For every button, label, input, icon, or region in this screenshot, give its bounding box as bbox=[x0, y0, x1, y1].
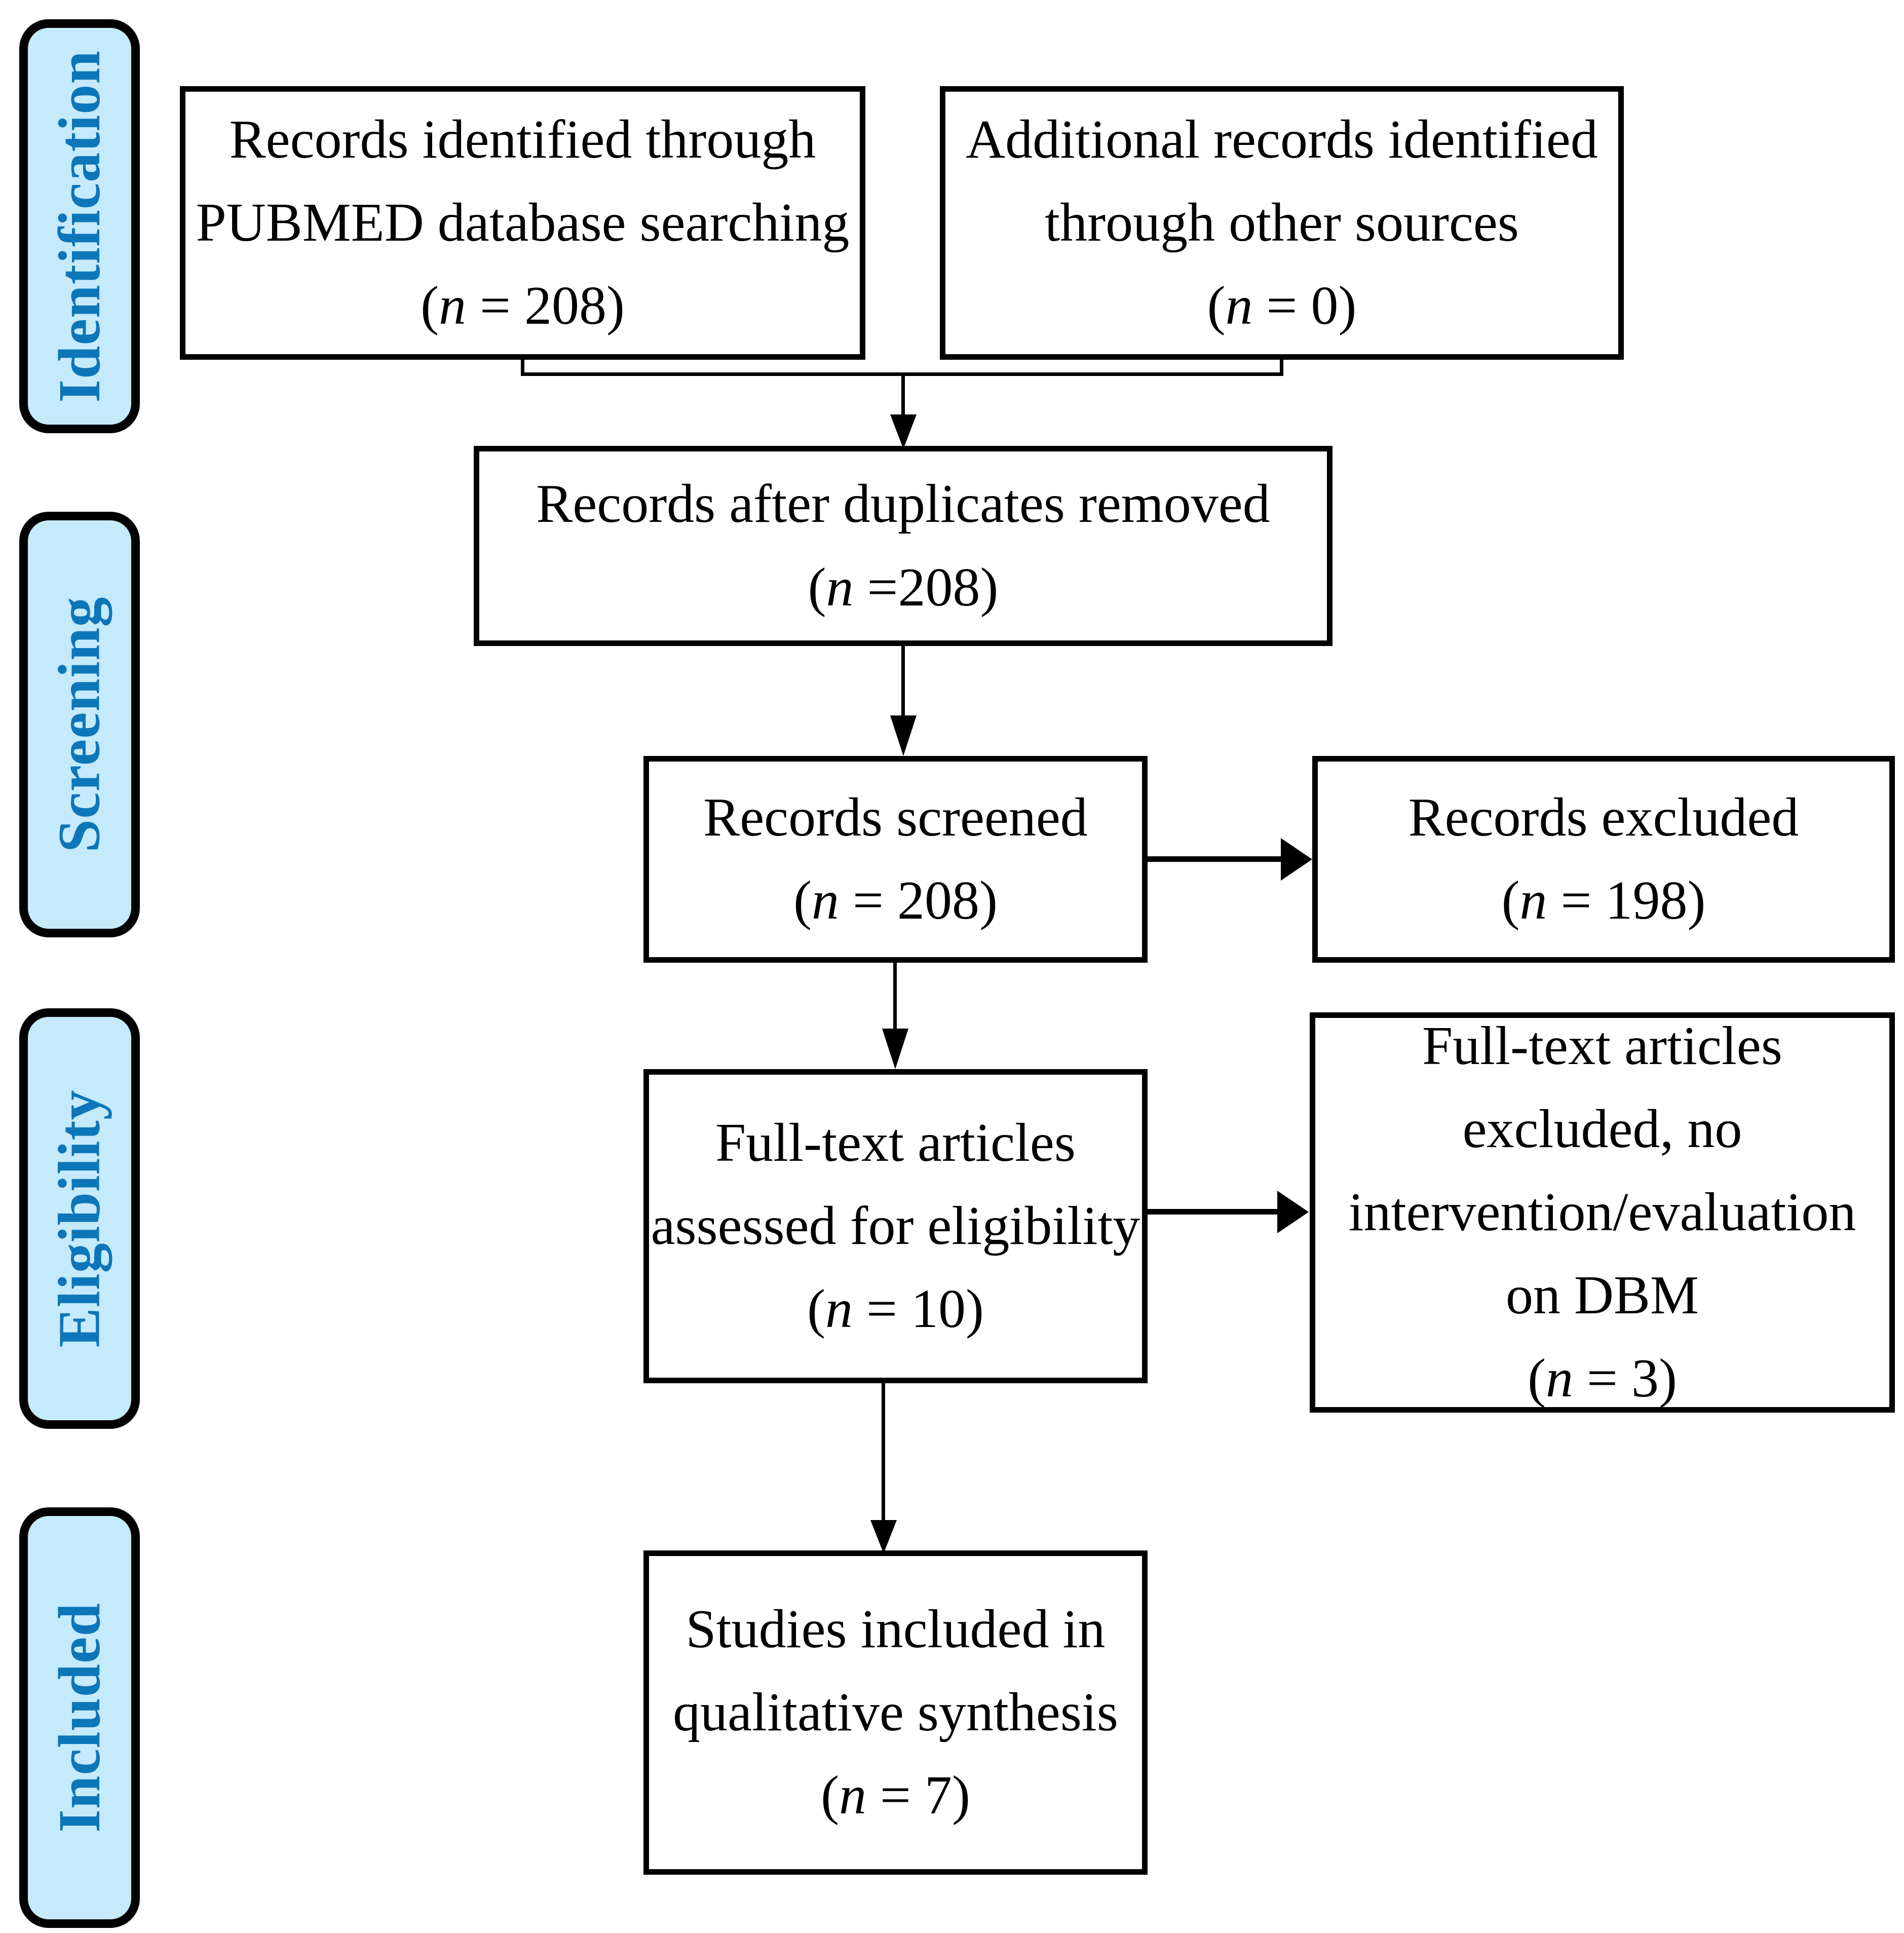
records-excluded-count-open: ( bbox=[1501, 870, 1520, 931]
studies-included-line-2: qualitative synthesis bbox=[673, 1682, 1118, 1742]
fulltext-excluded-count: (n = 3) bbox=[1528, 1337, 1677, 1420]
fulltext-assessed-count: (n = 10) bbox=[807, 1268, 984, 1351]
connector-fulltext-to-studies bbox=[882, 1383, 885, 1533]
stage-tab-eligibility: Eligibility bbox=[19, 1008, 140, 1429]
records-identified-count: (n = 208) bbox=[421, 264, 625, 348]
additional-records-line-1: Additional records identified bbox=[966, 109, 1598, 170]
additional-records-count-open: ( bbox=[1207, 276, 1226, 336]
duplicates-removed-count: (n =208) bbox=[808, 546, 999, 629]
connector-screened-to-excluded bbox=[1148, 856, 1284, 862]
stage-tab-included: Included bbox=[19, 1507, 140, 1928]
connector-fulltext-to-excluded bbox=[1148, 1209, 1280, 1215]
fulltext-excluded-count-var: n bbox=[1546, 1348, 1574, 1409]
arrowhead-to-screened bbox=[890, 715, 917, 756]
box-additional-records: Additional records identified through ot… bbox=[940, 86, 1624, 360]
box-studies-included: Studies included in qualitative synthesi… bbox=[643, 1550, 1148, 1875]
stage-label-included: Included bbox=[46, 1603, 112, 1833]
duplicates-removed-line-1: Records after duplicates removed bbox=[536, 474, 1270, 535]
fulltext-assessed-line-2: assessed for eligibility bbox=[651, 1195, 1140, 1256]
fulltext-excluded-line-3: intervention/evaluation bbox=[1348, 1182, 1856, 1242]
box-duplicates-removed: Records after duplicates removed (n =208… bbox=[474, 446, 1332, 646]
records-excluded-count-var: n bbox=[1519, 870, 1547, 931]
arrowhead-to-studies-included bbox=[870, 1520, 897, 1553]
additional-records-count-var: n bbox=[1225, 276, 1253, 336]
records-identified-count-var: n bbox=[439, 276, 467, 336]
fulltext-excluded-line-1: Full-text articles bbox=[1422, 1015, 1782, 1076]
fulltext-assessed-count-var: n bbox=[825, 1279, 853, 1340]
studies-included-count-var: n bbox=[839, 1765, 867, 1826]
records-screened-count-open: ( bbox=[793, 870, 812, 931]
fulltext-excluded-count-value: = 3) bbox=[1573, 1348, 1677, 1409]
stage-label-screening: Screening bbox=[46, 596, 112, 853]
box-fulltext-assessed: Full-text articles assessed for eligibil… bbox=[643, 1069, 1148, 1383]
fulltext-assessed-line-1: Full-text articles bbox=[715, 1112, 1076, 1173]
studies-included-count-value: = 7) bbox=[866, 1765, 970, 1826]
box-records-excluded: Records excluded (n = 198) bbox=[1312, 756, 1895, 963]
records-screened-count: (n = 208) bbox=[793, 859, 998, 942]
arrowhead-to-fulltext bbox=[882, 1029, 908, 1069]
box-fulltext-excluded: Full-text articles excluded, no interven… bbox=[1310, 1012, 1895, 1413]
records-excluded-count-value: = 198) bbox=[1547, 870, 1706, 931]
records-screened-line-1: Records screened bbox=[703, 787, 1088, 848]
fulltext-assessed-count-value: = 10) bbox=[853, 1279, 984, 1340]
studies-included-count-open: ( bbox=[821, 1765, 840, 1826]
records-identified-line-2: PUBMED database searching bbox=[196, 192, 850, 253]
fulltext-assessed-count-open: ( bbox=[807, 1279, 826, 1340]
fulltext-excluded-line-4: on DBM bbox=[1505, 1265, 1699, 1326]
additional-records-line-2: through other sources bbox=[1045, 192, 1519, 253]
box-records-screened: Records screened (n = 208) bbox=[643, 756, 1148, 963]
stage-tab-screening: Screening bbox=[19, 512, 140, 937]
connector-duplicates-to-screened bbox=[901, 646, 905, 725]
additional-records-count: (n = 0) bbox=[1207, 264, 1357, 348]
duplicates-removed-count-var: n bbox=[826, 557, 854, 618]
records-identified-count-value: = 208) bbox=[466, 276, 625, 336]
arrowhead-to-records-excluded bbox=[1281, 838, 1312, 881]
stage-tab-identification: Identification bbox=[19, 19, 140, 433]
connector-stub-left bbox=[521, 360, 524, 376]
duplicates-removed-count-value: =208) bbox=[853, 557, 999, 618]
duplicates-removed-count-open: ( bbox=[808, 557, 826, 618]
connector-screened-to-fulltext bbox=[893, 963, 897, 1036]
records-screened-count-value: = 208) bbox=[839, 870, 998, 931]
additional-records-count-value: = 0) bbox=[1252, 276, 1357, 336]
arrowhead-to-duplicates bbox=[890, 414, 917, 449]
records-screened-count-var: n bbox=[812, 870, 840, 931]
arrowhead-to-fulltext-excluded bbox=[1277, 1191, 1309, 1233]
records-excluded-count: (n = 198) bbox=[1502, 859, 1706, 942]
stage-label-eligibility: Eligibility bbox=[46, 1089, 112, 1348]
records-identified-count-open: ( bbox=[421, 276, 439, 336]
studies-included-line-1: Studies included in bbox=[686, 1599, 1106, 1659]
records-identified-line-1: Records identified through bbox=[229, 109, 816, 170]
fulltext-excluded-line-2: excluded, no bbox=[1462, 1098, 1742, 1159]
stage-label-identification: Identification bbox=[46, 50, 113, 403]
box-records-identified: Records identified through PUBMED databa… bbox=[180, 86, 865, 360]
connector-stub-right bbox=[1280, 360, 1283, 376]
studies-included-count: (n = 7) bbox=[821, 1754, 970, 1837]
records-excluded-line-1: Records excluded bbox=[1408, 787, 1799, 848]
fulltext-excluded-count-open: ( bbox=[1528, 1348, 1546, 1409]
connector-merge-down bbox=[901, 372, 905, 423]
